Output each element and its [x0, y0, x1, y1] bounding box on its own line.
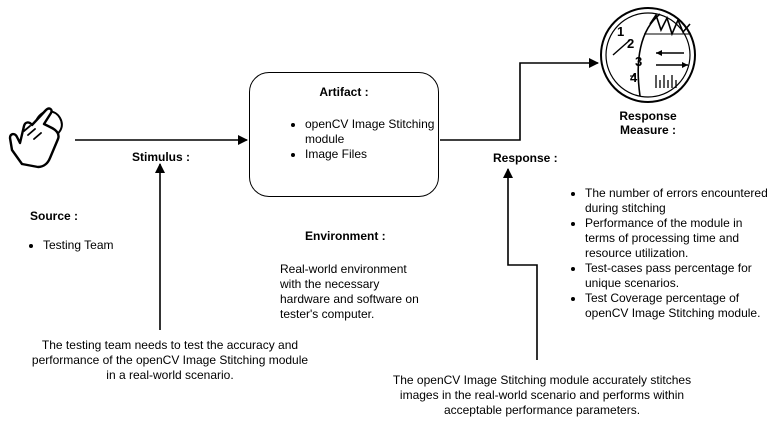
- response-label: Response :: [493, 151, 558, 165]
- response-arrow: [440, 58, 599, 141]
- gauge-number-3: 3: [635, 54, 643, 69]
- source-label: Source :: [30, 209, 79, 223]
- stimulus-description: The testing team needs to test the accur…: [31, 338, 309, 382]
- response-measure-item: Test-cases pass percentage for unique sc…: [585, 261, 768, 291]
- environment-description: Real-world environment with the necessar…: [280, 262, 419, 321]
- response-description-arrow: [503, 168, 538, 360]
- response-measure-item: Test Coverage percentage of openCV Image…: [585, 291, 768, 321]
- response-measure-label: Response Measure :: [619, 109, 677, 137]
- response-description: The openCV Image Stitching module accura…: [392, 373, 692, 417]
- artifact-list: openCV Image Stitching module Image File…: [288, 117, 435, 162]
- gauge-number-2: 2: [627, 36, 635, 51]
- response-measure-list: The number of errors encountered during …: [568, 186, 768, 321]
- stimulus-label: Stimulus :: [132, 150, 191, 164]
- source-item: Testing Team: [43, 238, 163, 253]
- response-measure-item: Performance of the module in terms of pr…: [585, 216, 768, 261]
- gauge-number-1: 1: [617, 24, 625, 39]
- gauge-number-4: 4: [630, 70, 638, 85]
- response-measure-item: The number of errors encountered during …: [585, 186, 768, 216]
- environment-label: Environment :: [305, 229, 386, 243]
- gauge-measure-icon: [600, 7, 696, 103]
- source-list: Testing Team: [26, 238, 163, 253]
- artifact-box: Artifact : openCV Image Stitching module…: [249, 72, 439, 197]
- artifact-item: openCV Image Stitching module: [305, 117, 435, 147]
- artifact-item: Image Files: [305, 147, 435, 162]
- artifact-title: Artifact :: [319, 85, 369, 99]
- hand-pointer-icon: [8, 107, 63, 169]
